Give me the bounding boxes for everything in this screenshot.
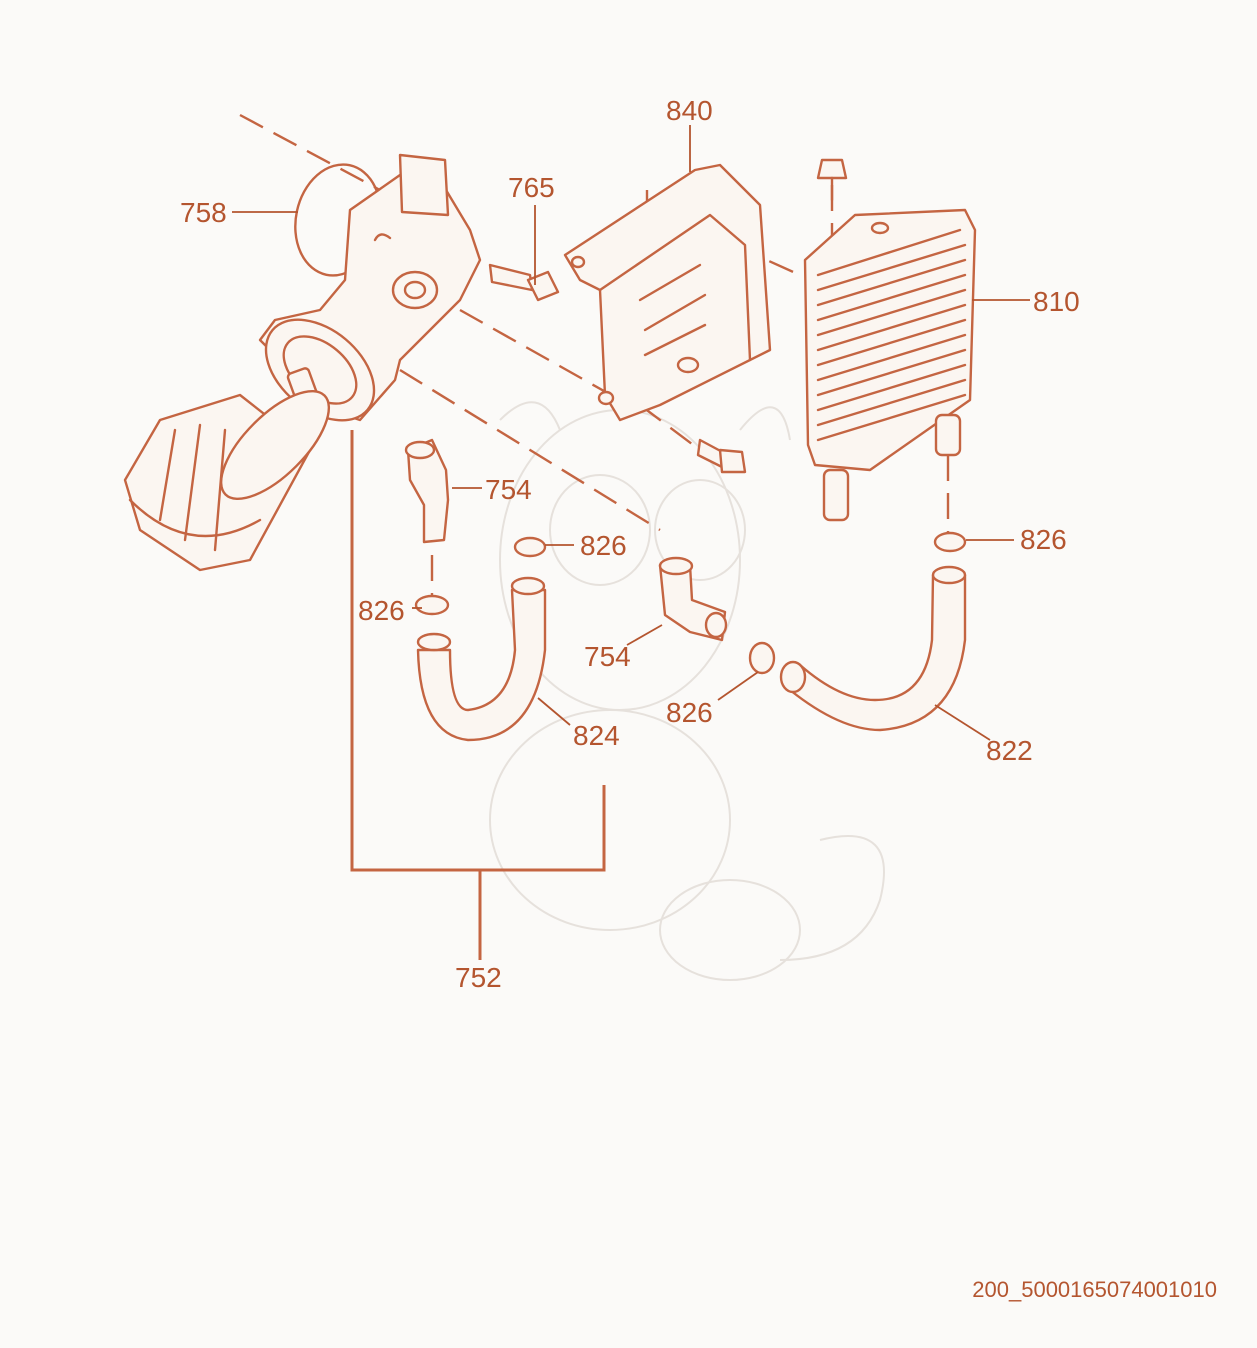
callout-754-right: 754 [584,641,631,672]
hose-822-part [779,565,967,732]
callout-826-c: 826 [1020,524,1067,555]
callout-765: 765 [508,172,555,203]
leader-lines [232,125,1030,741]
bolt-765-part [488,263,560,302]
hose-824-part [416,576,547,742]
reference-code: 200_5000165074001010 [972,1277,1217,1302]
callout-826-a: 826 [580,530,627,561]
fitting-754-right-part [658,556,728,642]
callout-810: 810 [1033,286,1080,317]
callout-824: 824 [573,720,620,751]
callout-labels: 758 765 840 810 754 826 826 826 754 826 … [180,95,1080,993]
callout-826-d: 826 [666,697,713,728]
bracket-bolt-part [696,438,747,474]
callout-754-left: 754 [485,474,532,505]
assembly-bracket-752 [350,430,606,960]
oil-cooler-part [803,158,977,522]
mounting-bracket-part [563,163,772,422]
callout-752: 752 [455,962,502,993]
callout-826-b: 826 [358,595,405,626]
fitting-754-left-part [404,438,450,544]
callout-840: 840 [666,95,713,126]
hose-clamp-parts [414,531,967,675]
callout-822: 822 [986,735,1033,766]
oil-filter-part [123,389,331,572]
callout-758: 758 [180,197,227,228]
